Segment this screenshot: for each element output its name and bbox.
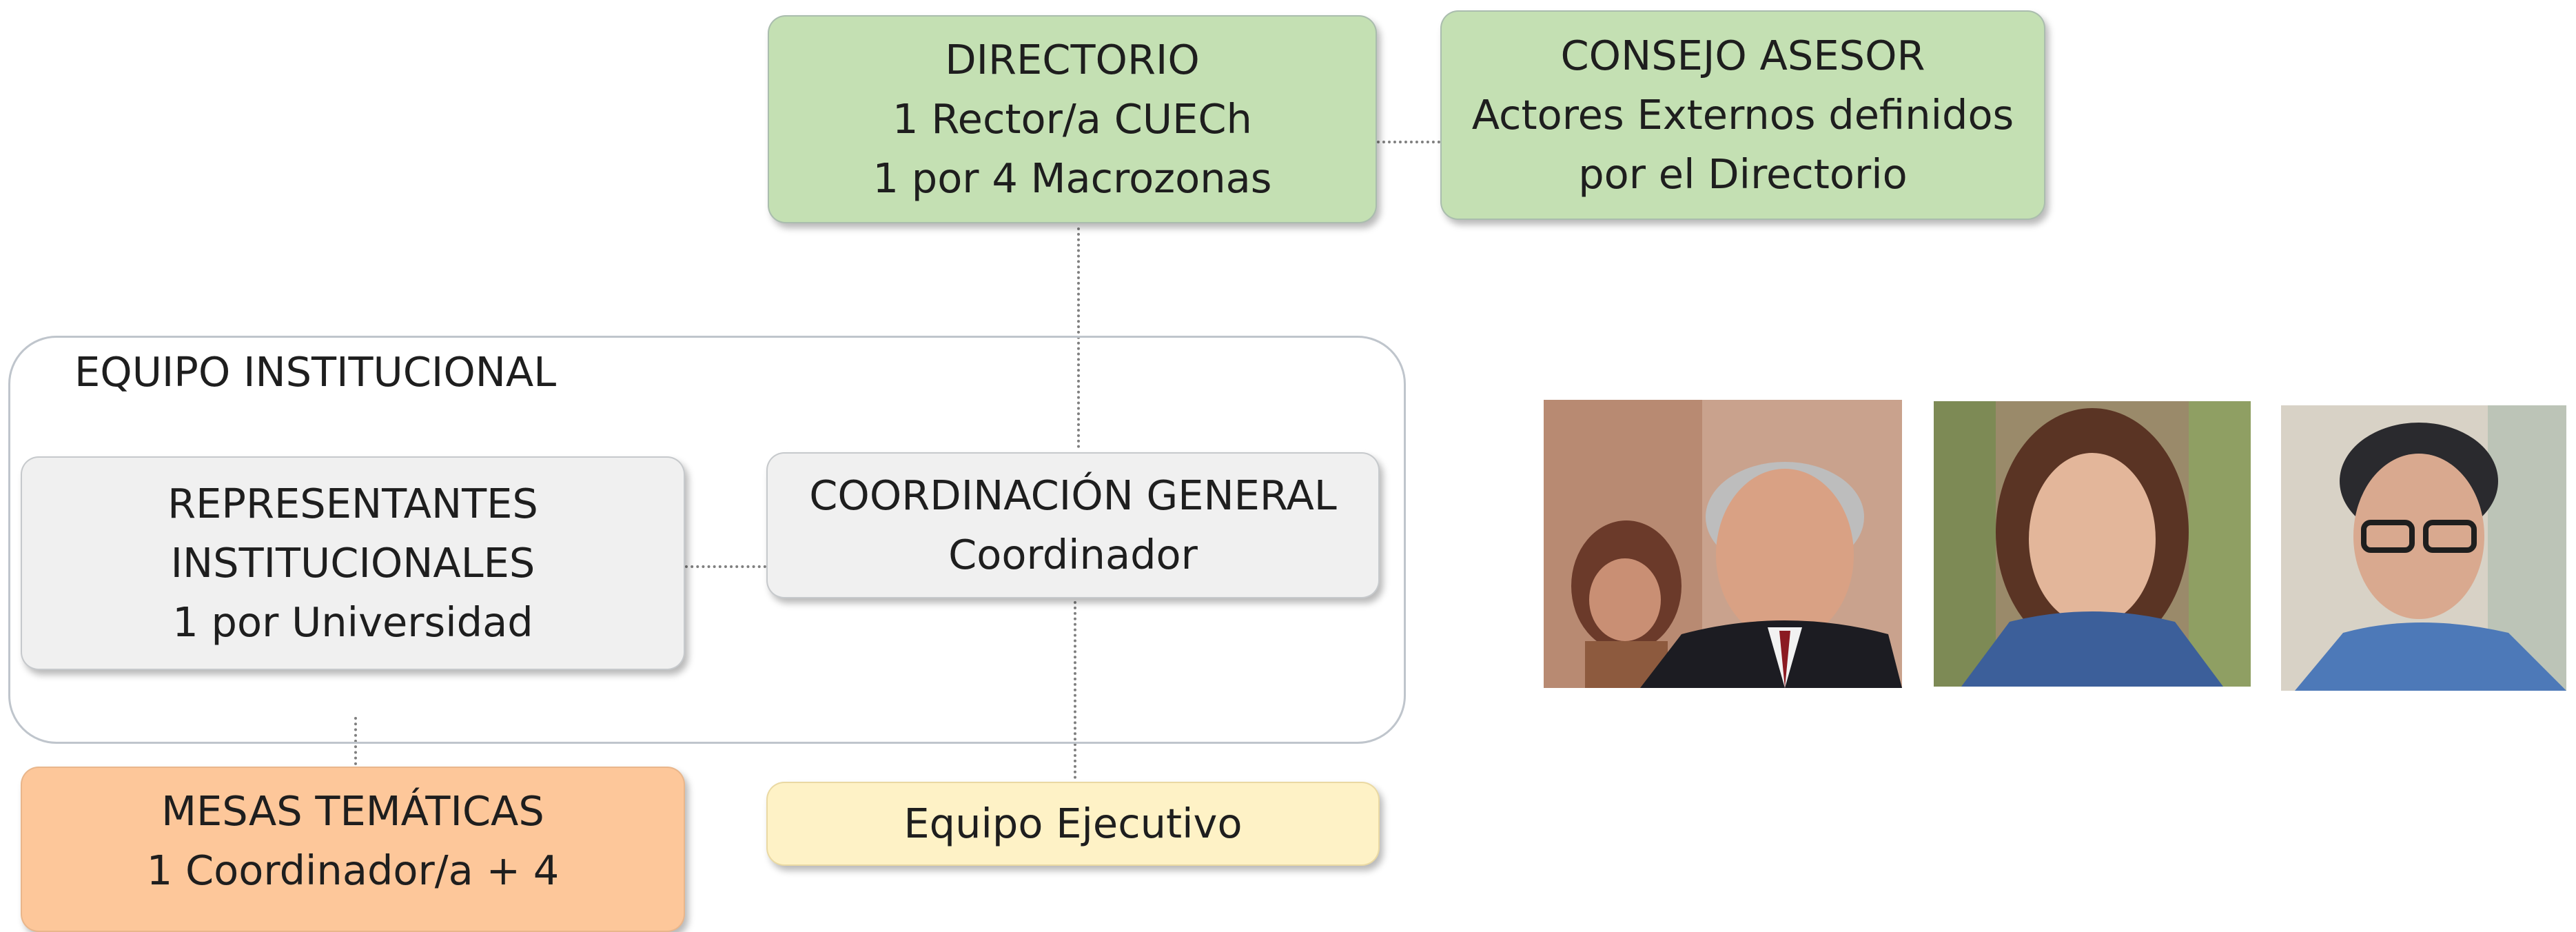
representantes-line2: INSTITUCIONALES [170, 539, 535, 587]
equipo-institucional-group [8, 336, 1406, 744]
representantes-line1: REPRESENTANTES [167, 480, 538, 527]
connector-directorio-coordinacion [1077, 227, 1080, 448]
connector-coordinacion-ejecutivo [1074, 601, 1076, 779]
consejo-asesor-line1: Actores Externos definidos [1471, 91, 2014, 139]
connector-directorio-consejo [1377, 141, 1440, 143]
coordinacion-general-line1: Coordinador [948, 531, 1198, 578]
equipo-ejecutivo-box: Equipo Ejecutivo [766, 782, 1380, 866]
equipo-institucional-title: EQUIPO INSTITUCIONAL [74, 348, 557, 396]
mesas-tematicas-title: MESAS TEMÁTICAS [161, 787, 544, 835]
equipo-ejecutivo-title: Equipo Ejecutivo [903, 800, 1243, 847]
portrait-photo-2 [1934, 401, 2251, 687]
representantes-box: REPRESENTANTES INSTITUCIONALES 1 por Uni… [21, 456, 685, 670]
connector-group-mesas [354, 717, 357, 765]
directorio-line2: 1 por 4 Macrozonas [872, 154, 1272, 202]
directorio-line1: 1 Rector/a CUECh [892, 95, 1252, 143]
coordinacion-general-box: COORDINACIÓN GENERAL Coordinador [766, 452, 1380, 598]
connector-representantes-coordinacion [685, 565, 766, 568]
portrait-photo-1 [1544, 400, 1902, 688]
mesas-tematicas-line1: 1 Coordinador/a + 4 [146, 847, 560, 894]
mesas-tematicas-box: MESAS TEMÁTICAS 1 Coordinador/a + 4 [21, 767, 685, 932]
coordinacion-general-title: COORDINACIÓN GENERAL [809, 472, 1337, 519]
consejo-asesor-title: CONSEJO ASESOR [1560, 32, 1925, 79]
consejo-asesor-line2: por el Directorio [1578, 150, 1908, 198]
directorio-box: DIRECTORIO 1 Rector/a CUECh 1 por 4 Macr… [768, 15, 1377, 223]
portrait-photo-3 [2281, 405, 2566, 691]
consejo-asesor-box: CONSEJO ASESOR Actores Externos definido… [1440, 10, 2045, 220]
directorio-title: DIRECTORIO [945, 36, 1200, 83]
representantes-line3: 1 por Universidad [172, 598, 533, 646]
